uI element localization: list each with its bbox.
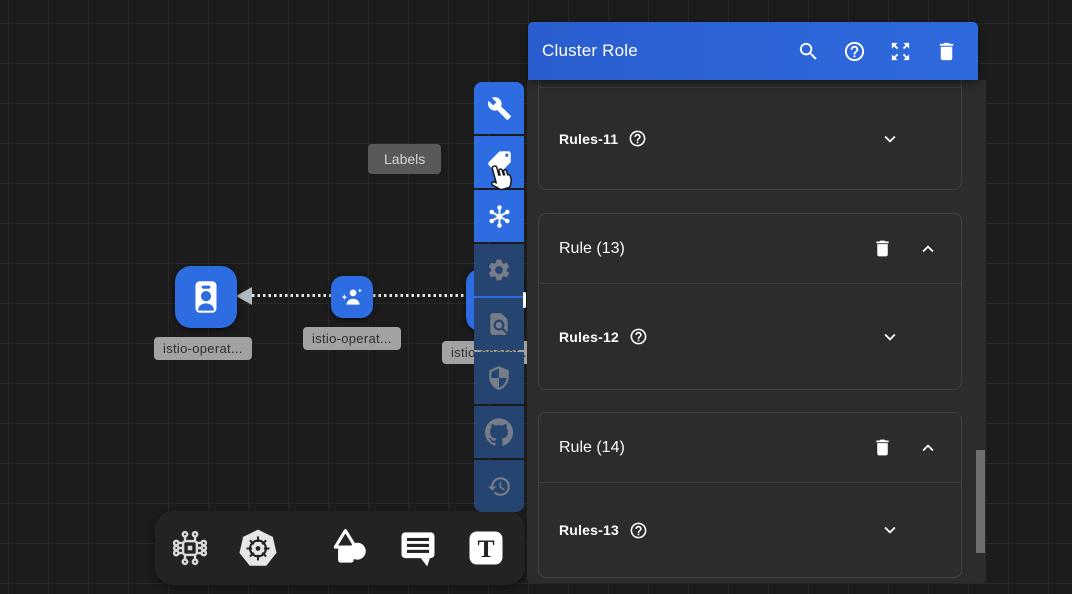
panel-title: Cluster Role — [542, 41, 638, 60]
text-tool-button[interactable]: T — [464, 526, 508, 570]
text-icon: T — [469, 531, 503, 565]
rule-header[interactable]: Rule (14) — [539, 413, 961, 482]
edge-segment — [252, 294, 331, 297]
wrench-icon — [487, 96, 511, 120]
chevron-up-icon[interactable] — [917, 238, 939, 260]
security-tool-button[interactable] — [474, 352, 524, 404]
hand-cursor — [482, 159, 520, 201]
panel-body: Rules-11 Rule (13) Rules-12 — [527, 80, 986, 583]
bottom-toolbar: T — [155, 511, 525, 585]
side-toolbar — [474, 82, 524, 512]
rules-label: Rules-13 — [559, 522, 619, 538]
card-divider — [539, 283, 961, 284]
rules-label: Rules-12 — [559, 328, 619, 345]
rule-header[interactable]: Rule (13) — [539, 214, 961, 283]
comment-icon — [401, 532, 435, 567]
help-icon[interactable] — [629, 521, 648, 540]
settings-gear-icon — [488, 259, 510, 281]
help-icon[interactable] — [843, 40, 866, 63]
panel-scrollbar[interactable] — [976, 450, 985, 553]
card-divider — [539, 87, 961, 88]
chevron-down-icon[interactable] — [879, 326, 901, 348]
labels-tooltip: Labels — [368, 144, 442, 174]
hub-icon — [488, 204, 510, 228]
rules-accordion-row[interactable]: Rules-13 — [539, 483, 961, 577]
security-shield-icon — [489, 366, 509, 390]
rules-label: Rules-11 — [559, 130, 619, 147]
comment-tool-button[interactable] — [396, 526, 440, 570]
rule-card-partial: Rules-11 — [538, 80, 962, 190]
kubernetes-tool-button[interactable] — [236, 526, 280, 570]
panel-header: Cluster Role — [528, 22, 978, 80]
svg-text:T: T — [477, 534, 494, 563]
edge-segment — [373, 294, 467, 297]
node-cluster-role[interactable] — [175, 266, 237, 328]
wrench-tool-button[interactable] — [474, 82, 524, 134]
hub-tool-button[interactable] — [474, 190, 524, 242]
panel-drag-handle[interactable] — [523, 292, 526, 308]
chevron-up-icon[interactable] — [917, 437, 939, 459]
cluster-role-panel: Cluster Role Rules-11 — [527, 22, 986, 583]
search-icon[interactable] — [797, 40, 820, 63]
help-icon[interactable] — [628, 129, 647, 148]
node-label: istio-operat... — [154, 337, 252, 360]
rule-title: Rule (13) — [559, 239, 625, 257]
chevron-down-icon[interactable] — [879, 519, 901, 541]
shapes-icon — [333, 529, 366, 563]
node-label: istio-operat... — [303, 327, 401, 350]
settings-tool-button[interactable] — [474, 244, 524, 296]
history-tool-button[interactable] — [474, 460, 524, 512]
card-divider — [539, 482, 961, 483]
edge-arrowhead — [236, 287, 252, 305]
user-sparkle-icon — [341, 288, 362, 305]
rule-title: Rule (14) — [559, 438, 625, 456]
chevron-down-icon[interactable] — [879, 128, 901, 150]
components-tool-button[interactable] — [168, 526, 212, 570]
shapes-tool-button[interactable] — [328, 526, 372, 570]
delete-icon[interactable] — [935, 40, 958, 63]
delete-rule-icon[interactable] — [872, 238, 893, 259]
node-service-account[interactable] — [331, 276, 373, 318]
history-icon — [487, 476, 510, 496]
rules-accordion-row[interactable]: Rules-11 — [539, 88, 961, 189]
id-badge-icon — [195, 281, 217, 313]
help-icon[interactable] — [629, 327, 648, 346]
kubernetes-icon — [239, 529, 277, 566]
expand-icon[interactable] — [889, 40, 912, 63]
rules-accordion-row[interactable]: Rules-12 — [539, 284, 961, 389]
find-in-page-icon — [490, 313, 508, 335]
components-icon — [172, 530, 208, 566]
find-in-page-tool-button[interactable] — [474, 298, 524, 350]
github-tool-button[interactable] — [474, 406, 524, 458]
rule-card: Rule (14) Rules-13 — [538, 412, 962, 578]
github-icon — [485, 418, 513, 446]
rule-card: Rule (13) Rules-12 — [538, 213, 962, 390]
delete-rule-icon[interactable] — [872, 437, 893, 458]
